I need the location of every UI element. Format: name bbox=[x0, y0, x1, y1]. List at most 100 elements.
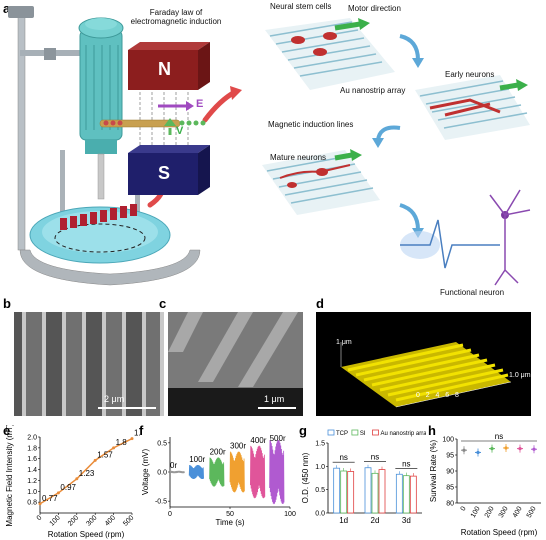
afm-x-tick-4: 4 bbox=[435, 392, 440, 399]
e-data-label: 0.97 bbox=[60, 483, 76, 492]
e-data-label: 1.23 bbox=[79, 469, 95, 478]
f-y-tick-label: 0.0 bbox=[157, 470, 167, 477]
e-x-tick-label: 500 bbox=[122, 514, 135, 527]
h-data-point bbox=[532, 447, 536, 451]
g-legend-swatch bbox=[372, 429, 379, 436]
f-segment-label: 0r bbox=[170, 461, 177, 470]
e-x-tick-label: 100 bbox=[49, 514, 62, 527]
afm-z-tick: 1 μm bbox=[336, 339, 352, 346]
g-category-label: 3d bbox=[402, 516, 411, 525]
panel-label-g: g bbox=[299, 423, 307, 438]
e-y-tick-label: 1.6 bbox=[27, 456, 37, 463]
magnetic-stirrer-illustration bbox=[8, 6, 242, 286]
e-x-tick-label: 300 bbox=[85, 514, 98, 527]
g-significance-label: ns bbox=[371, 453, 379, 462]
g-y-tick-label: 1.0 bbox=[315, 464, 325, 471]
f-trace-200r bbox=[209, 457, 225, 487]
g-legend-label: TCP bbox=[336, 431, 348, 437]
sem-image-b: 2 μm bbox=[14, 312, 164, 416]
afm-x-tick-6: 6 bbox=[445, 392, 450, 399]
e-data-label: 1.57 bbox=[97, 450, 113, 459]
afm-x-tick-0: 0 bbox=[416, 392, 420, 399]
afm-x-ticks: 0 2 4 6 8 bbox=[416, 392, 459, 399]
panel-label-f: f bbox=[139, 423, 144, 438]
g-bar-au-nanostrip-array bbox=[378, 469, 386, 514]
sem-strips-b bbox=[22, 312, 164, 416]
h-category-label: 0 bbox=[460, 505, 468, 512]
g-bar-au-nanostrip-array bbox=[347, 471, 355, 514]
afm-y-tick: 1.0 μm bbox=[509, 372, 531, 379]
h-data-point bbox=[462, 448, 466, 452]
g-category-label: 1d bbox=[339, 516, 348, 525]
early-neurons-label: Early neurons bbox=[445, 70, 495, 79]
vector-v-label: V bbox=[176, 125, 184, 137]
g-legend-swatch bbox=[327, 429, 335, 436]
h-category-label: 100 bbox=[470, 505, 482, 519]
e-y-axis-label: Magnetic Field Intensity (mT) bbox=[5, 425, 14, 527]
scalebar-b-label: 2 μm bbox=[104, 394, 125, 404]
h-data-point bbox=[490, 447, 494, 451]
faraday-title-line2: electromagnetic induction bbox=[130, 17, 222, 26]
f-trace-400r bbox=[250, 445, 266, 499]
panel-a-illustration bbox=[8, 6, 531, 286]
f-y-tick-label: 0.5 bbox=[157, 440, 167, 447]
f-trace-300r bbox=[229, 451, 245, 493]
e-data-point bbox=[112, 446, 116, 450]
g-y-axis-label: O.D. (450 nm) bbox=[301, 452, 310, 503]
g-bar-au-nanostrip-array bbox=[409, 475, 417, 514]
e-data-point bbox=[38, 502, 42, 506]
f-y-axis-label: Voltage (mV) bbox=[141, 449, 150, 496]
f-segment-label: 100r bbox=[189, 455, 205, 464]
panel-label-d: d bbox=[316, 296, 324, 311]
f-segment-label: 500r bbox=[270, 434, 286, 443]
panel-label-a: a bbox=[3, 1, 11, 16]
f-trace-0r bbox=[169, 470, 185, 474]
magnet-illustration bbox=[99, 42, 210, 195]
e-y-tick-label: 2.0 bbox=[27, 435, 37, 442]
e-y-tick-label: 1.2 bbox=[27, 478, 37, 485]
h-category-label: 500 bbox=[526, 505, 538, 519]
sem-image-c: 1 μm bbox=[168, 312, 303, 416]
e-y-tick-label: 0.8 bbox=[27, 500, 37, 507]
afm-image-d: 1 μm 1.0 μm 0 2 4 6 8 bbox=[316, 312, 531, 416]
g-bar-si bbox=[340, 470, 348, 514]
e-x-tick-label: 400 bbox=[104, 514, 117, 527]
magnetic-induction-lines-label: Magnetic induction lines bbox=[268, 120, 354, 129]
h-y-tick-label: 100 bbox=[442, 437, 454, 444]
g-y-tick-label: 1.5 bbox=[315, 441, 325, 448]
f-trace-100r bbox=[188, 465, 204, 480]
faraday-title-line1: Faraday law of bbox=[149, 8, 203, 17]
panel-label-h: h bbox=[428, 423, 436, 438]
nanostrip-array-stage-1 bbox=[265, 18, 395, 90]
g-bar-tcp bbox=[333, 467, 341, 514]
g-category-label: 2d bbox=[371, 516, 380, 525]
g-y-tick-label: 0.5 bbox=[315, 487, 325, 494]
g-legend-label: Au nanostrip array bbox=[381, 431, 427, 437]
g-bar-tcp bbox=[395, 473, 403, 514]
e-y-tick-label: 1.0 bbox=[27, 489, 37, 496]
e-data-point bbox=[56, 491, 60, 495]
neural-stem-cells-label: Neural stem cells bbox=[270, 2, 332, 11]
g-significance-label: ns bbox=[402, 459, 410, 468]
afm-surface-d bbox=[340, 342, 512, 408]
h-y-tick-label: 80 bbox=[446, 501, 454, 508]
f-x-tick-label: 50 bbox=[226, 511, 234, 518]
faraday-title: Faraday law of electromagnetic induction bbox=[130, 8, 222, 26]
h-x-axis-label: Rotation Speed (rpm) bbox=[461, 528, 538, 537]
h-category-label: 400 bbox=[512, 505, 524, 519]
h-y-tick-label: 90 bbox=[446, 469, 454, 476]
g-legend-swatch bbox=[351, 429, 359, 436]
afm-x-tick-8: 8 bbox=[455, 392, 459, 399]
e-data-point bbox=[130, 437, 134, 441]
nanostrip-array-stage-2 bbox=[415, 75, 530, 140]
e-data-point bbox=[93, 458, 97, 462]
scalebar-c-label: 1 μm bbox=[264, 394, 285, 404]
au-nanostrip-array-label: Au nanostrip array bbox=[340, 86, 406, 95]
g-bar-si bbox=[402, 475, 410, 514]
magnet-north-label: N bbox=[158, 59, 171, 79]
f-x-tick-label: 0 bbox=[168, 511, 172, 518]
e-x-tick-label: 0 bbox=[36, 514, 44, 522]
